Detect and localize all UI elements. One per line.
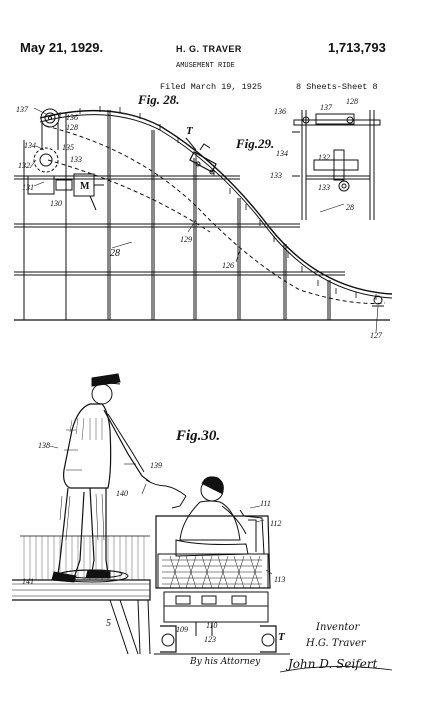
ref-132: 132 xyxy=(18,161,30,170)
fig28-title: Fig. 28. xyxy=(137,92,180,107)
fig30-scene xyxy=(12,373,290,655)
ref-136-fig29: 136 xyxy=(274,107,286,116)
ref-139: 139 xyxy=(150,461,162,470)
ref-113: 113 xyxy=(274,575,285,584)
ref-123: 123 xyxy=(204,635,216,644)
fig29-detail xyxy=(292,110,381,220)
ref-28-fig29: 28 xyxy=(346,203,354,212)
ref-129: 129 xyxy=(180,235,192,244)
ref-132-fig29: 132 xyxy=(318,153,330,162)
ref-131: 131 xyxy=(22,183,34,192)
ref-140: 140 xyxy=(116,489,128,498)
ref-133-fig29-right: 133 xyxy=(318,183,330,192)
ref-137-fig29: 137 xyxy=(320,103,333,112)
ref-134-fig29: 134 xyxy=(276,149,288,158)
filed-date: Filed March 19, 1925 xyxy=(160,82,263,92)
inventor-caption: Inventor xyxy=(315,622,360,633)
sheet-count: 8 Sheets-Sheet 8 xyxy=(296,82,378,92)
patent-title: AMUSEMENT RIDE xyxy=(176,62,235,70)
ref-135: 135 xyxy=(62,143,74,152)
fig30-title: Fig.30. xyxy=(175,428,220,444)
inventor-signature: H.G. Traver xyxy=(305,638,367,649)
by-attorney: By his Attorney xyxy=(189,657,261,667)
inventor-name-header: H. G. TRAVER xyxy=(176,44,242,54)
ref-133: 133 xyxy=(70,155,82,164)
ref-128-fig29: 128 xyxy=(346,97,358,106)
ref-138: 138 xyxy=(38,441,50,450)
ref-112: 112 xyxy=(270,519,281,528)
ref-128: 128 xyxy=(66,123,78,132)
ref-130: 130 xyxy=(50,199,62,208)
ref-5: 5 xyxy=(106,618,111,629)
ref-127: 127 xyxy=(370,331,383,340)
ref-133-fig29-left: 133 xyxy=(270,171,282,180)
ref-28-fig28: 28 xyxy=(110,248,120,259)
signature-underline xyxy=(279,666,393,673)
ref-141: 141 xyxy=(22,577,34,586)
ref-134: 134 xyxy=(24,141,36,150)
ref-110: 110 xyxy=(206,621,217,630)
ref-136: 136 xyxy=(66,113,78,122)
ref-126: 126 xyxy=(222,261,234,270)
ref-111: 111 xyxy=(260,499,271,508)
ref-motor: M xyxy=(80,181,90,192)
patent-number: 1,713,793 xyxy=(328,40,386,55)
fig28-trestle xyxy=(14,106,393,321)
patent-date: May 21, 1929. xyxy=(20,40,104,55)
leader-lines xyxy=(29,107,379,575)
ref-T-car: T xyxy=(186,125,194,137)
fig29-title: Fig.29. xyxy=(235,136,274,151)
ref-T-car-fig30: T xyxy=(278,631,286,643)
ref-109: 109 xyxy=(176,625,188,634)
ref-137: 137 xyxy=(16,105,29,114)
